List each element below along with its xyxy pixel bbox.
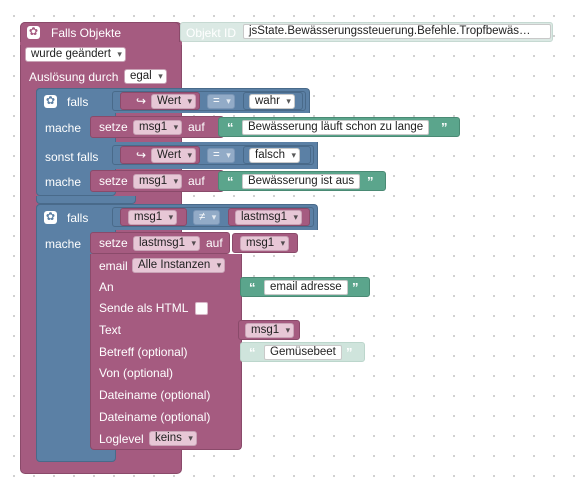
- objekt-id-value[interactable]: jsState.Bewässerungssteuerung.Befehle.Tr…: [243, 24, 551, 39]
- left-var-dropdown[interactable]: msg1: [128, 210, 178, 225]
- sende-html-label: Sende als HTML: [99, 301, 189, 315]
- mache-label: mache: [45, 121, 82, 135]
- objekt-id-label: Objekt ID: [186, 26, 237, 40]
- quote-close-icon: ”: [352, 280, 359, 295]
- quote-open-icon: “: [227, 120, 234, 135]
- wurde-geandert-dropdown[interactable]: wurde geändert: [25, 47, 126, 62]
- mache-label-2: mache: [45, 175, 82, 189]
- falls-objekte-label: Falls Objekte: [51, 26, 122, 40]
- operator-dropdown-1[interactable]: =: [207, 94, 235, 109]
- text-label: Text: [99, 323, 122, 337]
- string-value-2[interactable]: Bewässerung ist aus: [242, 174, 361, 189]
- var-dropdown-2[interactable]: msg1: [133, 174, 183, 189]
- quote-open-icon: “: [249, 345, 256, 360]
- datei2-label: Dateiname (optional): [99, 410, 211, 424]
- arrow-icon: ↪: [136, 148, 147, 162]
- arrow-icon: ↪: [136, 94, 147, 108]
- an-string-value[interactable]: email adresse: [264, 280, 348, 295]
- set-value-dropdown[interactable]: msg1: [240, 236, 290, 251]
- value-dropdown-1[interactable]: wahr: [249, 94, 295, 109]
- quote-close-icon: ”: [441, 120, 448, 135]
- setze-label: setze: [99, 120, 128, 134]
- loglevel-label: Loglevel: [99, 432, 144, 446]
- setze-label-3: setze: [99, 236, 128, 250]
- quote-open-icon: “: [249, 280, 256, 295]
- sende-html-checkbox[interactable]: [195, 302, 208, 315]
- text-var-dropdown[interactable]: msg1: [245, 323, 295, 338]
- loglevel-dropdown[interactable]: keins: [149, 431, 197, 446]
- von-label: Von (optional): [99, 366, 174, 380]
- auf-label-3: auf: [206, 236, 223, 250]
- operator-dropdown-3[interactable]: ≠: [193, 210, 221, 225]
- betreff-label: Betreff (optional): [99, 345, 188, 359]
- auslosung-label: Auslösung durch: [29, 70, 119, 84]
- right-var-dropdown[interactable]: lastmsg1: [235, 210, 303, 225]
- auf-label-2: auf: [188, 174, 205, 188]
- gear-icon[interactable]: ✿: [44, 211, 57, 224]
- betreff-string-value[interactable]: Gemüsebeet: [264, 345, 342, 360]
- string-value-1[interactable]: Bewässerung läuft schon zu lange: [242, 120, 430, 135]
- an-label: An: [99, 280, 114, 294]
- instances-dropdown[interactable]: Alle Instanzen: [132, 258, 226, 273]
- set-var-dropdown[interactable]: lastmsg1: [133, 236, 201, 251]
- quote-close-icon: ”: [346, 345, 353, 360]
- falls-label: falls: [67, 95, 89, 109]
- trigger-block-header: [20, 22, 180, 42]
- wert-dropdown-2[interactable]: Wert: [151, 148, 197, 163]
- falls-label-2: falls: [67, 211, 89, 225]
- datei1-label: Dateiname (optional): [99, 388, 211, 402]
- value-dropdown-2[interactable]: falsch: [249, 148, 301, 163]
- var-dropdown-1[interactable]: msg1: [133, 120, 183, 135]
- wert-dropdown-1[interactable]: Wert: [151, 94, 197, 109]
- mache-label-3: mache: [45, 237, 82, 251]
- sonst-falls-label: sonst falls: [45, 150, 99, 164]
- email-block[interactable]: [90, 254, 242, 450]
- gear-icon[interactable]: ✿: [27, 26, 40, 39]
- auf-label: auf: [188, 120, 205, 134]
- egal-dropdown[interactable]: egal: [124, 69, 167, 84]
- gear-icon[interactable]: ✿: [44, 95, 57, 108]
- quote-close-icon: ”: [367, 174, 374, 189]
- setze-label-2: setze: [99, 174, 128, 188]
- operator-dropdown-2[interactable]: =: [207, 148, 235, 163]
- email-label: email: [99, 259, 128, 273]
- quote-open-icon: “: [227, 174, 234, 189]
